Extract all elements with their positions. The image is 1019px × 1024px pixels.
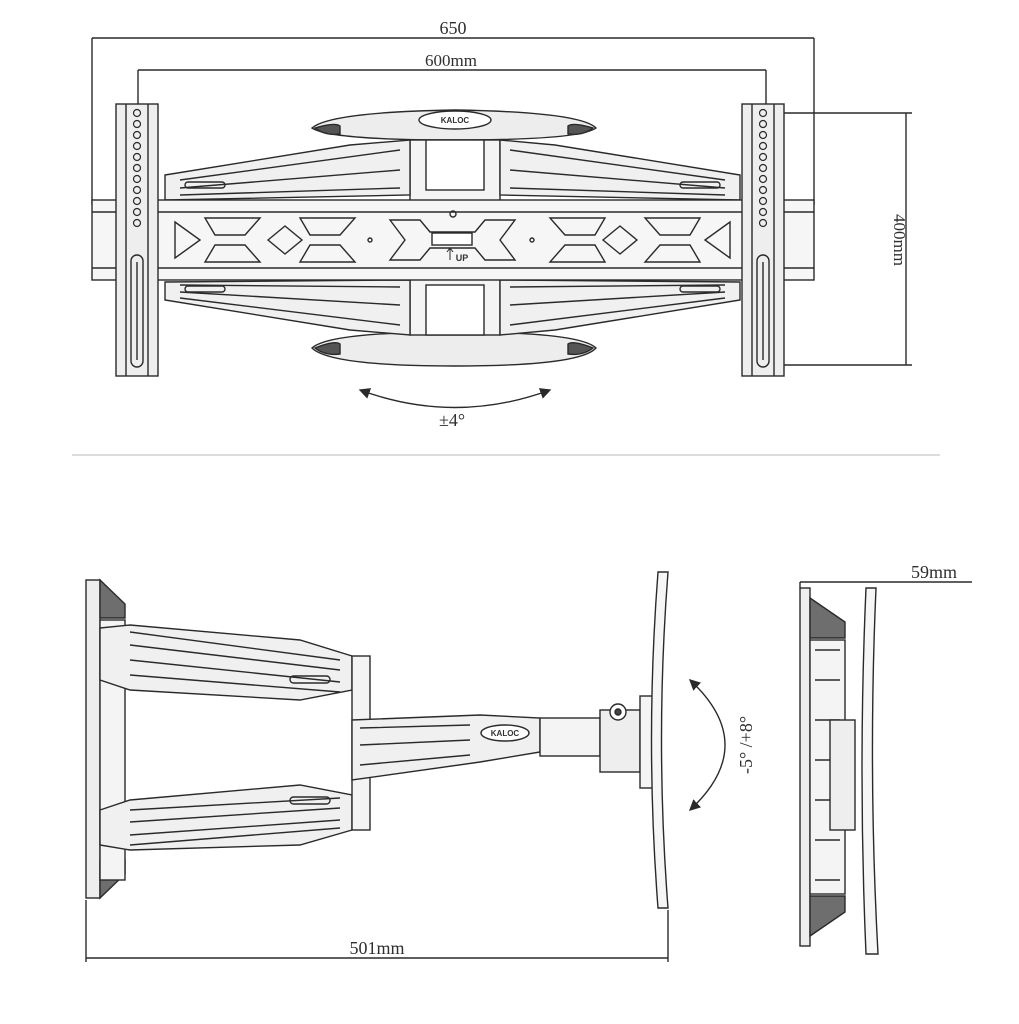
brand-label-top: KALOC [441, 116, 470, 125]
up-arrow-icon [446, 247, 454, 260]
upper-left-arm [164, 139, 411, 201]
side-view [85, 571, 726, 962]
lower-left-arm [164, 279, 411, 336]
dimension-501-label: 501mm [349, 938, 404, 958]
tilt-arc-front [358, 388, 552, 409]
dimension-59 [799, 581, 972, 588]
profile-view [799, 581, 972, 955]
side-lower-arm [99, 784, 353, 851]
dimension-400 [780, 112, 912, 366]
profile-tv-plate [861, 587, 879, 955]
dimension-600-label: 600mm [425, 51, 477, 70]
lower-right-arm [499, 279, 741, 336]
left-vertical-rail [115, 103, 159, 377]
tilt-range-label: -5° /+8° [736, 716, 756, 774]
profile-wall-plate [799, 587, 811, 947]
tilt-arc-side [688, 679, 726, 811]
side-tv-plate [650, 571, 669, 909]
right-vertical-rail [741, 103, 785, 377]
dimension-650 [91, 37, 815, 205]
side-upper-arm [99, 624, 353, 701]
tilt-angle-label: ±4° [439, 410, 465, 430]
up-label: UP [456, 253, 469, 263]
dimension-400-label: 400mm [890, 214, 909, 266]
side-wall-plate [85, 579, 101, 899]
dimension-650-label: 650 [440, 18, 467, 38]
beam-cutouts [174, 210, 731, 263]
front-view [91, 37, 912, 409]
dimension-59-label: 59mm [911, 562, 957, 582]
dimension-600 [137, 69, 767, 104]
brand-label-side: KALOC [491, 729, 520, 738]
brand-badge-top [418, 110, 492, 130]
bottom-arm-pad [310, 331, 597, 367]
dimension-501 [85, 900, 669, 962]
